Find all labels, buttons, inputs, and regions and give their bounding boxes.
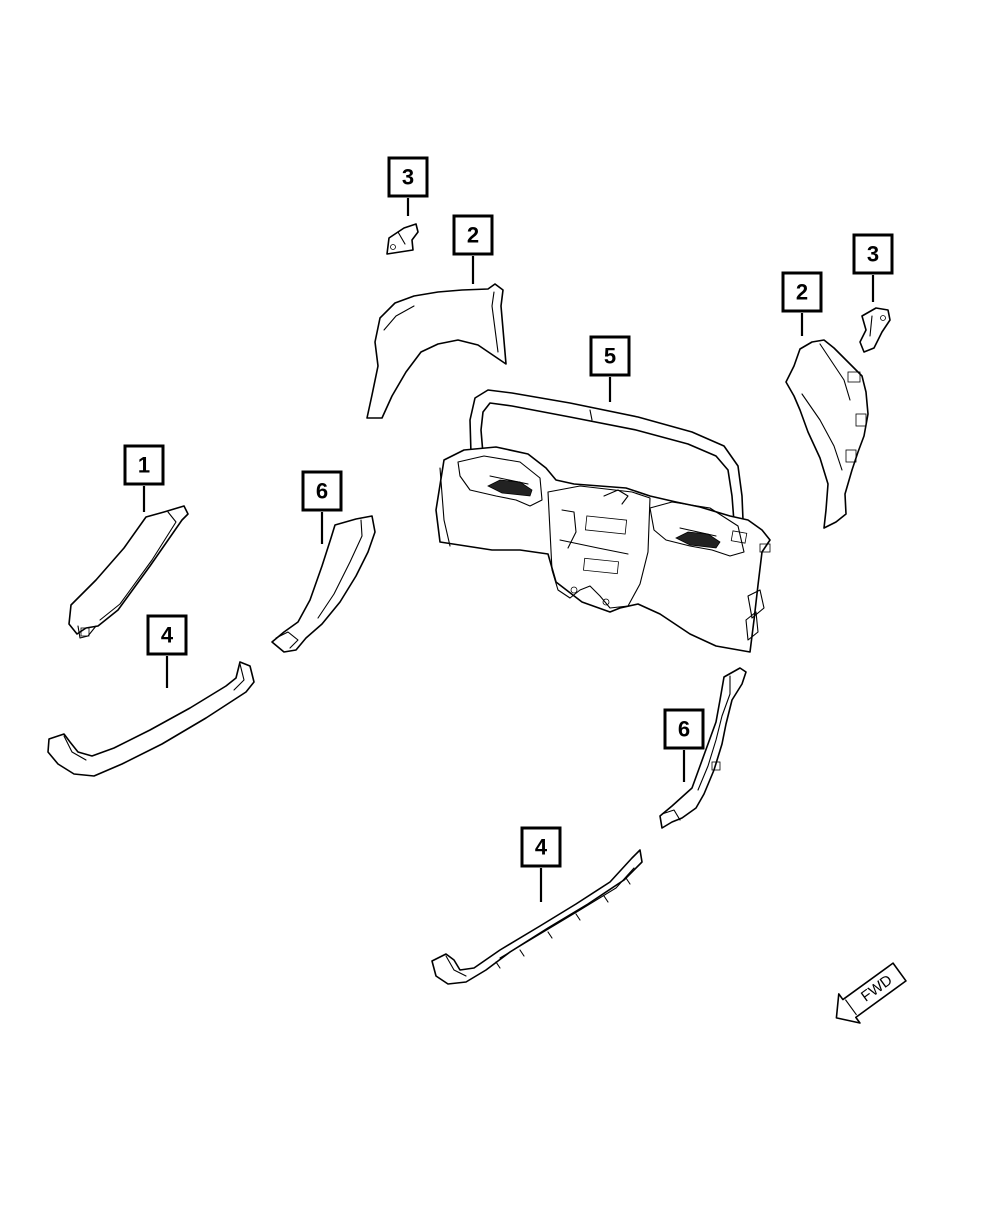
part-4-left-sill-plate bbox=[47, 661, 255, 777]
callout-2-right: 2 bbox=[781, 271, 823, 313]
callout-2-left-label: 2 bbox=[467, 223, 479, 248]
part-4-right-sill-plate bbox=[431, 849, 643, 985]
callout-4-right: 4 bbox=[520, 826, 562, 868]
part-3-left-bracket bbox=[386, 223, 419, 255]
forward-direction-arrow-icon: FWD bbox=[835, 962, 907, 1024]
callout-3-right: 3 bbox=[852, 233, 894, 275]
part-2-right-quarter-trim bbox=[785, 339, 869, 529]
part-6-left-lower-pillar-trim bbox=[271, 515, 376, 653]
callout-1-label: 1 bbox=[138, 453, 150, 478]
part-2-left-quarter-trim bbox=[366, 283, 507, 419]
callout-leaders bbox=[142, 198, 875, 902]
callout-2-left: 2 bbox=[452, 214, 494, 256]
callout-6-right-label: 6 bbox=[678, 717, 690, 742]
part-5-rear-trim-panel bbox=[435, 389, 771, 653]
callout-6-left: 6 bbox=[301, 470, 343, 512]
callout-3-left-label: 3 bbox=[402, 165, 414, 190]
callout-2-right-label: 2 bbox=[796, 280, 808, 305]
part-1-left-pillar-trim bbox=[68, 505, 189, 639]
callout-3-left: 3 bbox=[387, 156, 429, 198]
callout-5: 5 bbox=[589, 335, 631, 377]
callout-3-right-label: 3 bbox=[867, 242, 879, 267]
callout-6-right: 6 bbox=[663, 708, 705, 750]
part-6-right-lower-pillar-trim bbox=[659, 667, 747, 829]
callout-6-left-label: 6 bbox=[316, 479, 328, 504]
callout-1: 1 bbox=[123, 444, 165, 486]
callout-4-right-label: 4 bbox=[535, 835, 548, 860]
callout-4-left: 4 bbox=[146, 614, 188, 656]
part-3-right-bracket bbox=[859, 307, 891, 353]
callout-5-label: 5 bbox=[604, 344, 616, 369]
callout-4-left-label: 4 bbox=[161, 623, 174, 648]
